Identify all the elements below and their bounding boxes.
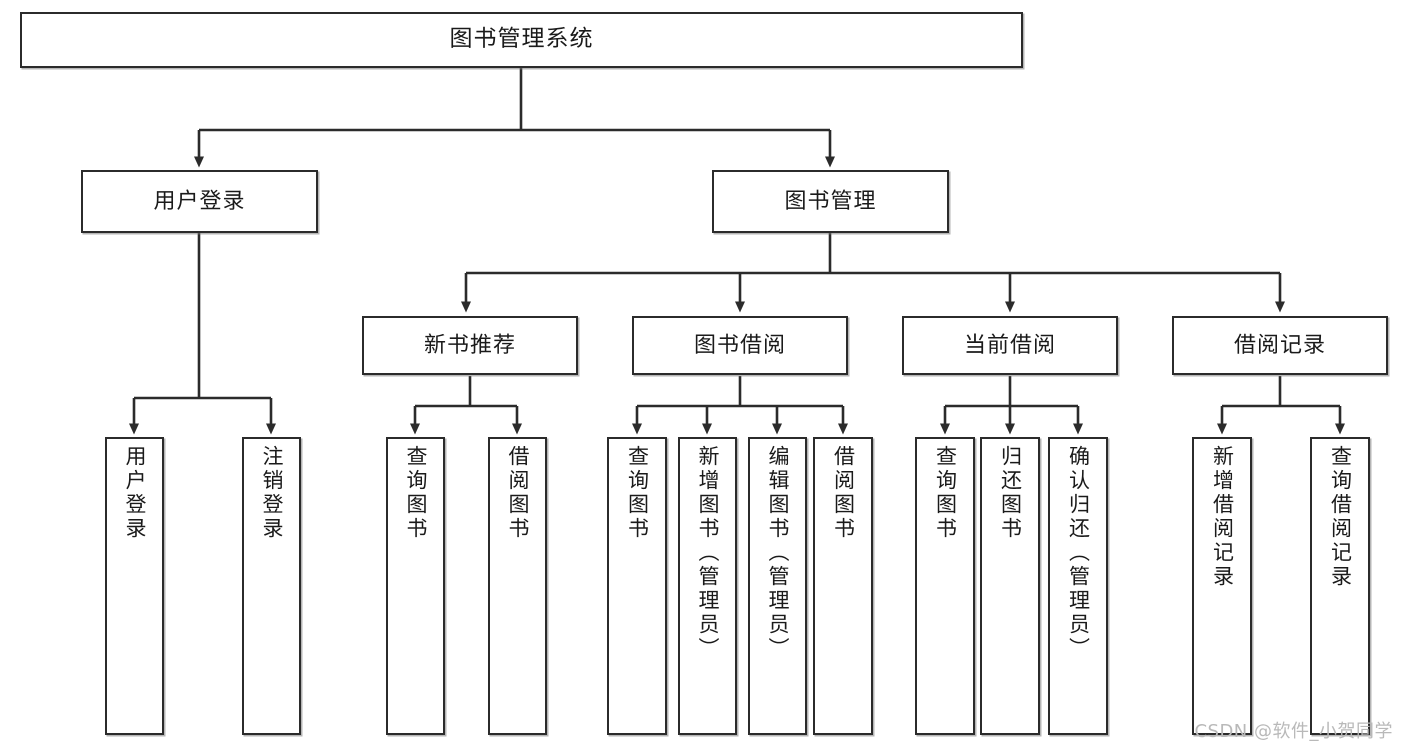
node-current-borrow[interactable]: 当前借阅: [902, 316, 1118, 375]
node-leaf-confirm-return[interactable]: 确认归还（管理员）: [1048, 437, 1108, 735]
node-leaf-query-book-current[interactable]: 查询图书: [915, 437, 975, 735]
node-label: 查询借阅记录: [1328, 445, 1353, 589]
node-label: 新增借阅记录: [1210, 445, 1235, 589]
node-label: 查询图书: [404, 445, 428, 541]
node-label: 查询图书: [625, 445, 650, 541]
node-leaf-logout-login[interactable]: 注销登录: [242, 437, 301, 735]
node-label: 图书管理: [784, 188, 877, 214]
node-book-manage[interactable]: 图书管理: [712, 170, 949, 233]
node-leaf-return-book[interactable]: 归还图书: [980, 437, 1040, 735]
node-label: 查询图书: [933, 445, 958, 541]
node-leaf-query-borrow-record[interactable]: 查询借阅记录: [1310, 437, 1370, 735]
node-leaf-borrow-book-borrow[interactable]: 借阅图书: [813, 437, 873, 735]
node-label: 编辑图书（管理员）: [766, 445, 790, 661]
node-label: 图书借阅: [693, 332, 786, 358]
node-label: 图书管理系统: [449, 26, 594, 53]
node-borrow-record[interactable]: 借阅记录: [1172, 316, 1388, 375]
node-leaf-add-borrow-record[interactable]: 新增借阅记录: [1192, 437, 1252, 735]
node-new-book-recommend[interactable]: 新书推荐: [362, 316, 578, 375]
node-label: 借阅图书: [506, 445, 530, 541]
node-leaf-edit-book[interactable]: 编辑图书（管理员）: [748, 437, 807, 735]
node-leaf-user-login[interactable]: 用户登录: [105, 437, 164, 735]
node-label: 新增图书（管理员）: [696, 445, 720, 661]
node-label: 归还图书: [998, 445, 1023, 541]
node-label: 注销登录: [260, 445, 284, 541]
node-leaf-query-book-borrow[interactable]: 查询图书: [607, 437, 667, 735]
node-label: 借阅图书: [831, 445, 856, 541]
node-label: 用户登录: [153, 188, 246, 214]
node-label: 借阅记录: [1233, 332, 1326, 358]
node-label: 当前借阅: [963, 332, 1056, 358]
node-root-system[interactable]: 图书管理系统: [20, 12, 1023, 68]
node-user-login[interactable]: 用户登录: [81, 170, 318, 233]
node-leaf-query-book-recommend[interactable]: 查询图书: [386, 437, 445, 735]
node-leaf-borrow-book-recommend[interactable]: 借阅图书: [488, 437, 547, 735]
node-label: 用户登录: [123, 445, 147, 541]
node-book-borrow[interactable]: 图书借阅: [632, 316, 848, 375]
csdn-watermark: CSDN @软件_小贺同学: [1194, 721, 1393, 742]
node-label: 新书推荐: [423, 332, 516, 358]
node-label: 确认归还（管理员）: [1066, 445, 1091, 661]
node-leaf-add-book[interactable]: 新增图书（管理员）: [678, 437, 737, 735]
